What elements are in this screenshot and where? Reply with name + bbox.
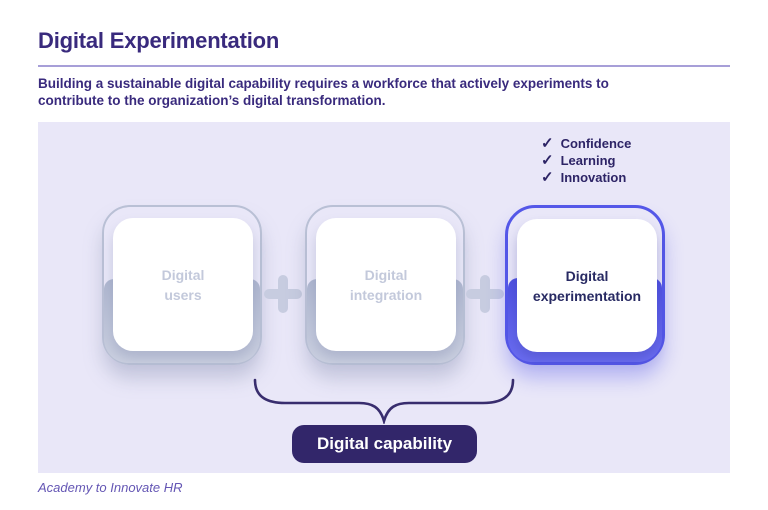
diagram-panel: ✓ Confidence ✓ Learning ✓ Innovation Dig… bbox=[38, 122, 730, 473]
check-icon: ✓ bbox=[541, 135, 554, 152]
experimentation-checklist: ✓ Confidence ✓ Learning ✓ Innovation bbox=[541, 135, 632, 186]
stage-label: Digital experimentation bbox=[532, 267, 642, 304]
checklist-item-learning: ✓ Learning bbox=[541, 152, 631, 169]
stage-label: Digital users bbox=[161, 266, 205, 303]
title-underline bbox=[38, 65, 730, 67]
stage-card: Digital integration bbox=[316, 218, 456, 351]
checklist-item-label: Confidence bbox=[560, 136, 632, 151]
check-icon: ✓ bbox=[541, 169, 554, 186]
check-icon: ✓ bbox=[541, 152, 554, 169]
footer-credit: Academy to Innovate HR bbox=[38, 480, 183, 495]
digital-capability-label: Digital capability bbox=[316, 434, 453, 453]
plus-icon bbox=[264, 275, 302, 313]
stage-card: Digital users bbox=[113, 218, 253, 351]
page-title: Digital Experimentation bbox=[38, 28, 280, 53]
page-subtitle: Building a sustainable digital capabilit… bbox=[38, 76, 609, 108]
stage-digital-integration: Digital integration bbox=[305, 205, 465, 365]
checklist-item-label: Learning bbox=[560, 153, 616, 168]
plus-icon bbox=[466, 275, 504, 313]
stage-card: Digital experimentation bbox=[517, 219, 657, 352]
checklist-item-label: Innovation bbox=[560, 170, 627, 185]
brace-icon bbox=[253, 378, 515, 424]
stage-digital-experimentation: Digital experimentation bbox=[505, 205, 665, 365]
digital-capability-badge: Digital capability bbox=[292, 425, 477, 463]
stage-label: Digital integration bbox=[349, 266, 423, 303]
stage-digital-users: Digital users bbox=[102, 205, 262, 365]
checklist-item-confidence: ✓ Confidence bbox=[541, 135, 632, 152]
checklist-item-innovation: ✓ Innovation bbox=[541, 169, 631, 186]
